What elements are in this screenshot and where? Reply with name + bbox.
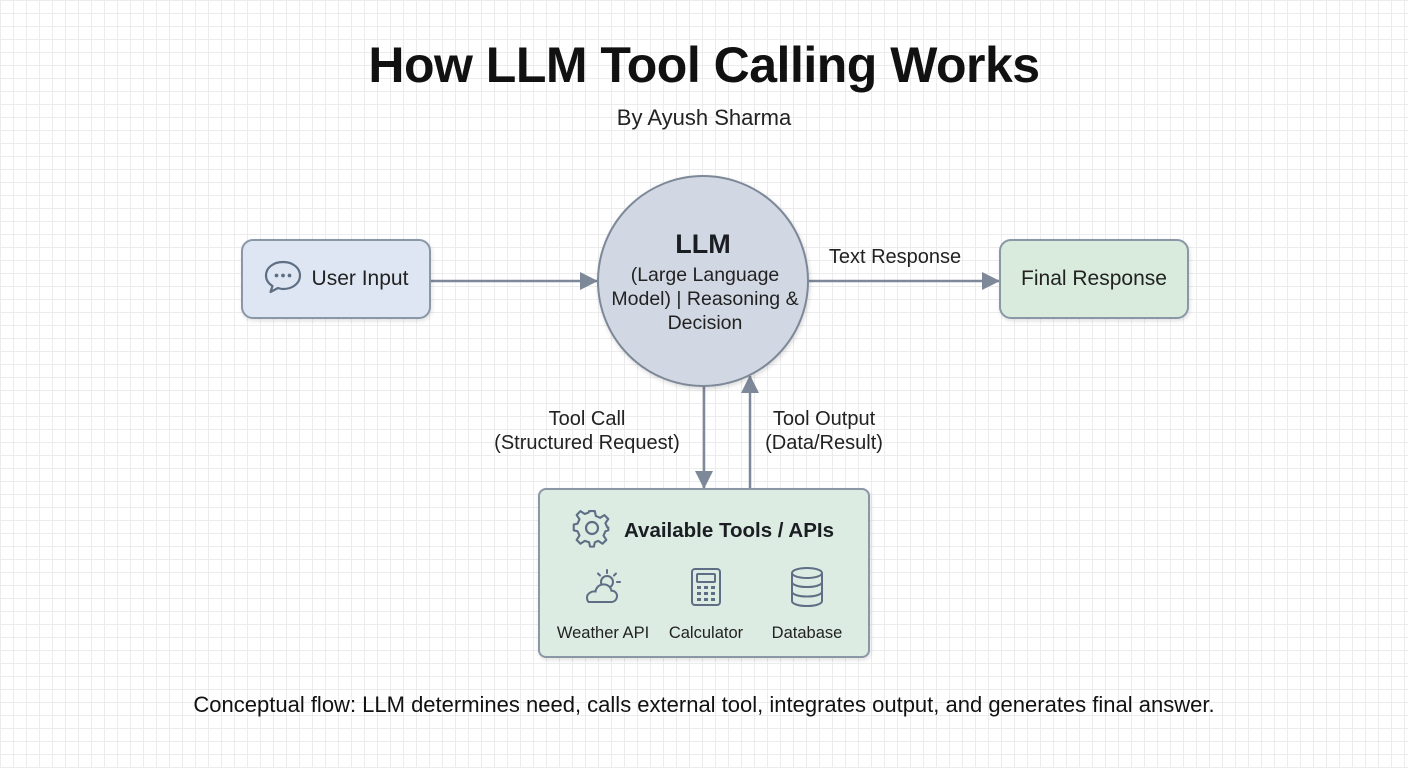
diagram-caption: Conceptual flow: LLM determines need, ca… — [193, 692, 1215, 717]
chat-bubble-icon — [264, 260, 302, 299]
final-response-label: Final Response — [1021, 267, 1167, 290]
tool-output-line-2: (Data/Result) — [765, 432, 883, 454]
tools-title: Available Tools / APIs — [624, 518, 834, 542]
tool-output-line-1: Tool Output — [772, 408, 876, 430]
tool-call-line-2: (Structured Request) — [494, 432, 680, 454]
tool-call-label: Tool Call (Structured Request) — [477, 407, 697, 455]
final-response-node: Final Response — [999, 239, 1189, 319]
weather-icon — [548, 566, 658, 608]
tool-call-line-1: Tool Call — [548, 408, 626, 430]
tool-database: Database — [752, 566, 862, 643]
tool-output-label: Tool Output (Data/Result) — [744, 407, 904, 455]
llm-title: LLM — [675, 229, 731, 259]
tool-calculator: Calculator — [651, 566, 761, 643]
database-icon — [752, 566, 862, 608]
text-response-label: Text Response — [828, 246, 962, 268]
calculator-icon — [651, 566, 761, 608]
user-input-node: User Input — [241, 239, 431, 319]
llm-node: LLM (Large Language Model) | Reasoning &… — [597, 175, 809, 387]
tool-label-calculator: Calculator — [668, 624, 744, 642]
llm-description: (Large Language Model) | Reasoning & Dec… — [611, 264, 799, 334]
tools-node: Available Tools / APIs Weather API — [538, 488, 870, 658]
diagram-title: How LLM Tool Calling Works — [368, 37, 1040, 93]
tool-label-database: Database — [771, 624, 843, 642]
tool-label-weather: Weather API — [556, 624, 650, 642]
gear-icon — [572, 508, 612, 553]
tool-weather-api: Weather API — [548, 566, 658, 643]
user-input-label: User Input — [311, 267, 409, 290]
tools-header: Available Tools / APIs — [572, 508, 834, 553]
diagram-subtitle: By Ayush Sharma — [616, 105, 792, 130]
